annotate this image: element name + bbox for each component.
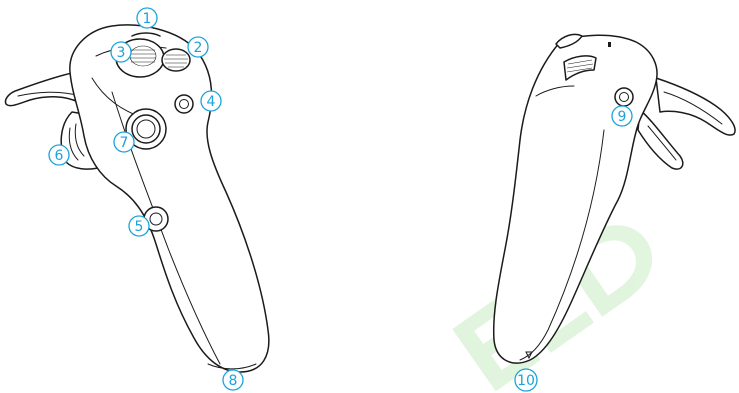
right-controller-body bbox=[494, 35, 657, 363]
callout-5: 5 bbox=[129, 216, 149, 236]
button-9 bbox=[615, 88, 633, 106]
callout-4: 4 bbox=[201, 91, 221, 111]
svg-text:3: 3 bbox=[117, 45, 126, 61]
right-controller bbox=[494, 34, 735, 363]
left-controller bbox=[6, 25, 269, 372]
callout-2: 2 bbox=[188, 37, 208, 57]
button-4 bbox=[175, 95, 193, 113]
dial-2 bbox=[162, 49, 190, 71]
svg-text:10: 10 bbox=[517, 373, 535, 389]
callout-8: 8 bbox=[223, 370, 243, 390]
callout-9: 9 bbox=[612, 106, 632, 126]
callout-1: 1 bbox=[137, 8, 157, 28]
callout-3: 3 bbox=[111, 42, 131, 62]
callout-10: 10 bbox=[515, 369, 537, 391]
svg-text:7: 7 bbox=[120, 135, 129, 151]
svg-text:1: 1 bbox=[143, 11, 152, 27]
svg-text:5: 5 bbox=[135, 219, 144, 235]
svg-text:8: 8 bbox=[229, 373, 238, 389]
callout-6: 6 bbox=[49, 145, 69, 165]
left-controller-body bbox=[70, 25, 269, 372]
svg-text:4: 4 bbox=[207, 94, 216, 110]
svg-text:2: 2 bbox=[194, 40, 203, 56]
svg-text:9: 9 bbox=[618, 109, 627, 125]
callout-7: 7 bbox=[114, 132, 134, 152]
svg-text:6: 6 bbox=[55, 148, 64, 164]
